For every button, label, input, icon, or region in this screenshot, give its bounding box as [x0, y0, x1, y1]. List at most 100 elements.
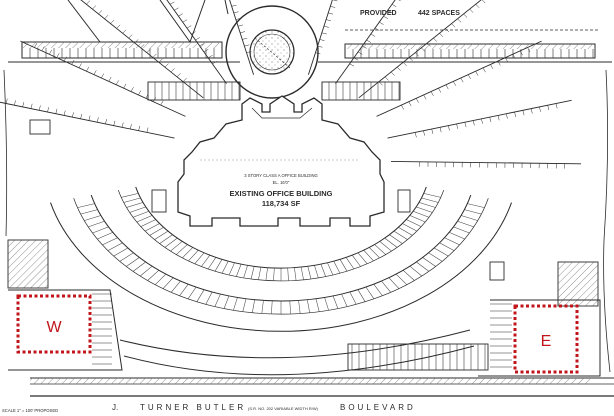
stall-line: [233, 297, 238, 311]
stall-line: [332, 295, 339, 309]
stall-line: [505, 57, 509, 63]
stall-line: [327, 262, 334, 276]
stall-line: [47, 107, 49, 113]
property-edge-left: [3, 69, 8, 237]
parking-row-edge: [229, 0, 255, 75]
stall-line: [315, 52, 321, 55]
stall-line: [351, 254, 361, 267]
stall-line: [481, 118, 483, 124]
stall-line: [92, 5, 97, 10]
stall-line: [391, 4, 397, 8]
stall-line: [464, 122, 467, 128]
stall-line: [101, 73, 105, 79]
stall-line: [176, 73, 181, 77]
parking-row-edge: [307, 0, 333, 75]
stall-line: [328, 12, 334, 15]
stall-line: [105, 119, 107, 124]
stall-line: [187, 286, 197, 299]
stall-line: [481, 0, 486, 4]
stall-line: [514, 111, 517, 117]
stall-line: [214, 294, 221, 307]
stall-line: [194, 252, 205, 264]
stall-line: [113, 120, 116, 126]
radial-parking-stalls: [77, 193, 485, 315]
stall-line: [555, 103, 558, 109]
stall-line: [423, 94, 427, 100]
stall-line: [388, 277, 400, 289]
stall-line: [434, 247, 449, 257]
stall-line: [130, 124, 132, 130]
stall-line: [398, 227, 413, 236]
stall-line: [179, 284, 189, 296]
stall-line: [30, 103, 33, 109]
stall-line: [482, 67, 486, 73]
parking-row-edge: [387, 99, 572, 139]
stall-line: [445, 84, 449, 90]
stall-line: [428, 252, 443, 262]
fan-parking-rows-right: [307, 0, 582, 169]
stall-line: [138, 125, 141, 131]
stall-line: [186, 25, 192, 29]
stall-line: [22, 102, 25, 107]
stall-line: [430, 91, 434, 97]
stall-line: [169, 1, 175, 5]
stall-line: [530, 108, 533, 114]
stall-line: [134, 39, 139, 44]
stall-line: [123, 197, 141, 203]
stall-line: [490, 64, 494, 69]
west-parking-lot: [7, 239, 123, 371]
top-reference-lines: [67, 0, 229, 43]
stall-line: [396, 274, 407, 285]
stall-line: [49, 49, 53, 55]
parking-arc: [50, 202, 512, 332]
zone-west-letter: W: [46, 319, 62, 336]
stall-line: [235, 18, 241, 20]
stall-line: [96, 117, 99, 123]
stall-line: [174, 7, 179, 11]
zone-east: E: [513, 304, 579, 374]
stall-line: [464, 209, 482, 215]
stall-line: [113, 247, 128, 257]
road-edges: [30, 377, 614, 397]
stall-line: [416, 261, 430, 272]
stall-line: [138, 90, 142, 96]
stall-line: [519, 50, 523, 56]
stall-line: [427, 42, 431, 47]
stall-line: [146, 127, 149, 133]
stall-line: [439, 127, 442, 133]
stall-line: [321, 32, 327, 35]
parking-row-edge: [376, 40, 542, 117]
stall-line: [93, 70, 97, 75]
stall-line: [182, 77, 187, 82]
parking-arc: [90, 194, 472, 302]
provided-label: PROVIDED: [360, 10, 397, 17]
stall-line: [128, 34, 133, 39]
stall-line: [80, 209, 98, 215]
stall-line: [439, 242, 455, 251]
stall-line: [415, 98, 419, 103]
building-note-1: 3 STORY CLASS A OFFICE BUILDING: [244, 173, 318, 178]
road-small-note: (S.R. NO. 202 VARIABLE WIDTH R/W): [248, 406, 319, 411]
stall-line: [409, 266, 422, 277]
stall-line: [242, 298, 247, 312]
parking-row-edge: [0, 101, 175, 139]
stall-line: [158, 58, 163, 63]
parking-row-edge: [390, 160, 582, 165]
stall-line: [154, 230, 169, 240]
stall-line: [80, 113, 83, 119]
stall-line: [41, 46, 45, 52]
stall-line: [63, 56, 67, 62]
stall-line: [339, 259, 348, 272]
stall-line: [178, 13, 183, 17]
stall-line: [221, 260, 229, 274]
building-title: EXISTING OFFICE BUILDING: [230, 189, 333, 198]
stall-line: [379, 241, 392, 252]
stall-line: [353, 57, 359, 61]
stall-line: [421, 197, 439, 203]
stall-line: [201, 254, 211, 267]
stall-line: [402, 62, 407, 66]
stall-line: [373, 284, 383, 296]
top-right-parking-strip: [318, 29, 612, 63]
parking-row-edge: [20, 40, 186, 117]
stall-line: [86, 0, 91, 5]
